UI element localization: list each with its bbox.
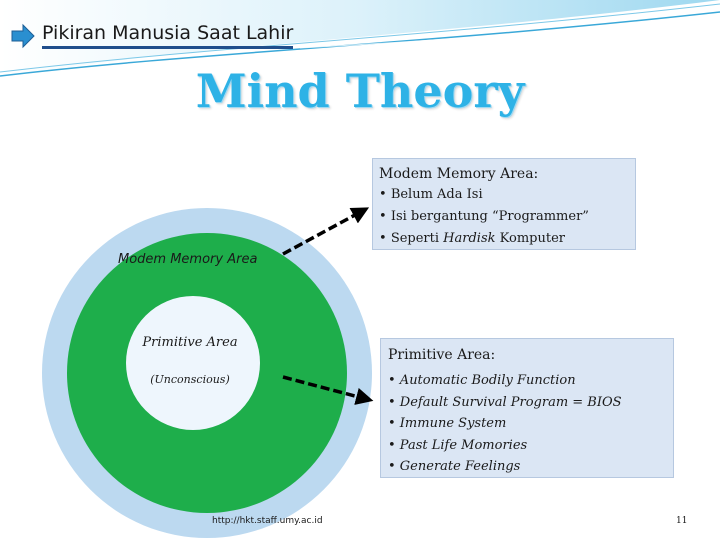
primitive-box-item: • Default Survival Program = BIOS (388, 392, 666, 414)
primitive-area-info-box: Primitive Area: • Automatic Bodily Funct… (380, 338, 674, 478)
primitive-box-item: • Generate Feelings (388, 456, 666, 478)
modern-box-item: • Belum Ada Isi (379, 184, 629, 206)
primitive-area-circle (126, 296, 260, 430)
primitive-box-item: • Automatic Bodily Function (388, 370, 666, 392)
arrow-to-modern-box (283, 209, 366, 254)
primitive-box-item: • Immune System (388, 413, 666, 435)
modern-box-item: • Isi bergantung “Programmer” (379, 206, 629, 228)
primitive-box-title: Primitive Area: (388, 344, 666, 366)
page-number: 11 (676, 516, 687, 526)
modern-memory-area-label: Modem Memory Area (118, 252, 257, 267)
primitive-box-item: • Past Life Momories (388, 435, 666, 457)
primitive-area-label: Primitive Area (140, 333, 240, 353)
footer-url: http://hkt.staff.umy.ac.id (212, 516, 323, 526)
modern-box-title: Modem Memory Area: (379, 164, 629, 184)
modern-memory-info-box: Modem Memory Area: • Belum Ada Isi • Isi… (372, 158, 636, 250)
unconscious-label: (Unconscious) (130, 373, 250, 386)
modern-box-item: • Seperti Hardisk Komputer (379, 228, 629, 250)
